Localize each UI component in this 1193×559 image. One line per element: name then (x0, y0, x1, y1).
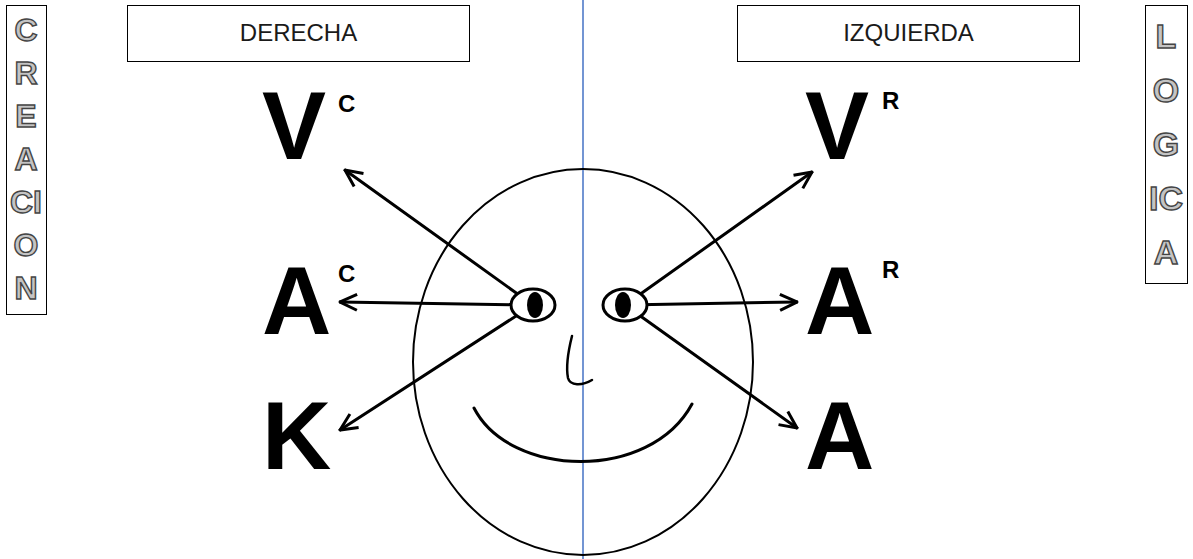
header-text: DERECHA (240, 19, 357, 48)
left-eye (511, 289, 555, 321)
left-pupil (527, 292, 543, 318)
channel-letter: A (262, 253, 331, 349)
face-outline (413, 169, 753, 555)
nose (567, 336, 592, 384)
gaze-arrow (345, 170, 533, 305)
channel-letter: V (262, 78, 326, 174)
channel-letter: K (262, 388, 331, 484)
channel-letter: A (805, 253, 874, 349)
smile (474, 404, 692, 462)
channel-letter: V (805, 78, 869, 174)
gaze-arrow (340, 302, 533, 305)
gaze-arrow (340, 305, 533, 430)
channel-letter: A (805, 388, 874, 484)
superscript-letter: C (338, 262, 355, 286)
superscript-letter: R (882, 258, 899, 282)
header-box: DERECHA (127, 5, 470, 62)
gaze-arrow (625, 305, 797, 428)
gaze-arrow (625, 172, 812, 305)
center-divider (582, 0, 584, 559)
vertical-title: CREACION (10, 9, 42, 310)
superscript-letter: R (882, 89, 899, 113)
header-text: IZQUIERDA (843, 19, 974, 48)
superscript-letter: C (338, 92, 355, 116)
right-pupil (615, 292, 631, 318)
vertical-title-box: LOGICA (1145, 5, 1188, 284)
vertical-title: LOGICA (1149, 9, 1183, 279)
right-eye (603, 289, 647, 321)
vertical-title-box: CREACION (6, 5, 47, 315)
gaze-arrow (625, 302, 797, 305)
header-box: IZQUIERDA (737, 5, 1080, 62)
